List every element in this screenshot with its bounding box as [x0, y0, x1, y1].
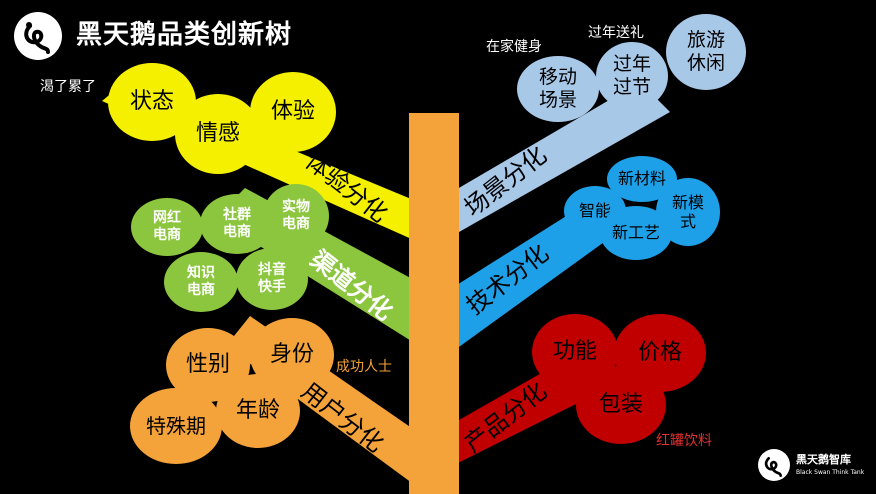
scene-note-gift: 过年送礼 [588, 25, 644, 41]
black-swan-logo [14, 12, 62, 60]
brand-mark: 黑天鹅智库 Black Swan Think Tank [758, 449, 868, 485]
experience-note: 渴了累了 [40, 79, 96, 95]
product-item-packaging: 包装 [576, 366, 666, 444]
channel-item-physical: 实物 电商 [263, 184, 329, 248]
channel-item-community: 社群 电商 [200, 194, 274, 254]
channel-item-douyin: 抖音 快手 [236, 248, 308, 310]
scene-item-mobile: 移动 场景 [517, 56, 599, 122]
channel-item-knowledge: 知识 电商 [164, 252, 238, 312]
product-item-function: 功能 [532, 314, 618, 390]
user-item-special-period: 特殊期 [130, 388, 222, 464]
product-note: 红罐饮料 [656, 433, 712, 449]
tree-trunk [409, 113, 459, 494]
branch-tech [452, 196, 618, 352]
page-title: 黑天鹅品类创新树 [76, 20, 293, 50]
scene-note-home-fitness: 在家健身 [486, 39, 542, 55]
brand-name: 黑天鹅智库 [796, 453, 851, 466]
black-swan-small-logo [758, 449, 790, 481]
user-item-age: 年龄 [216, 374, 300, 448]
scene-item-travel: 旅游 休闲 [666, 14, 746, 90]
brand-name-en: Black Swan Think Tank [796, 469, 865, 476]
scene-item-festival: 过年 过节 [596, 42, 668, 110]
user-note: 成功人士 [336, 359, 392, 375]
experience-item-emotion: 情感 [175, 94, 261, 174]
channel-item-influencer: 网红 电商 [131, 198, 203, 256]
branch-scene [452, 82, 670, 236]
tech-item-new-model: 新模 式 [656, 178, 720, 246]
tech-item-new-process: 新工艺 [600, 206, 672, 260]
experience-item-experience: 体验 [250, 72, 336, 152]
